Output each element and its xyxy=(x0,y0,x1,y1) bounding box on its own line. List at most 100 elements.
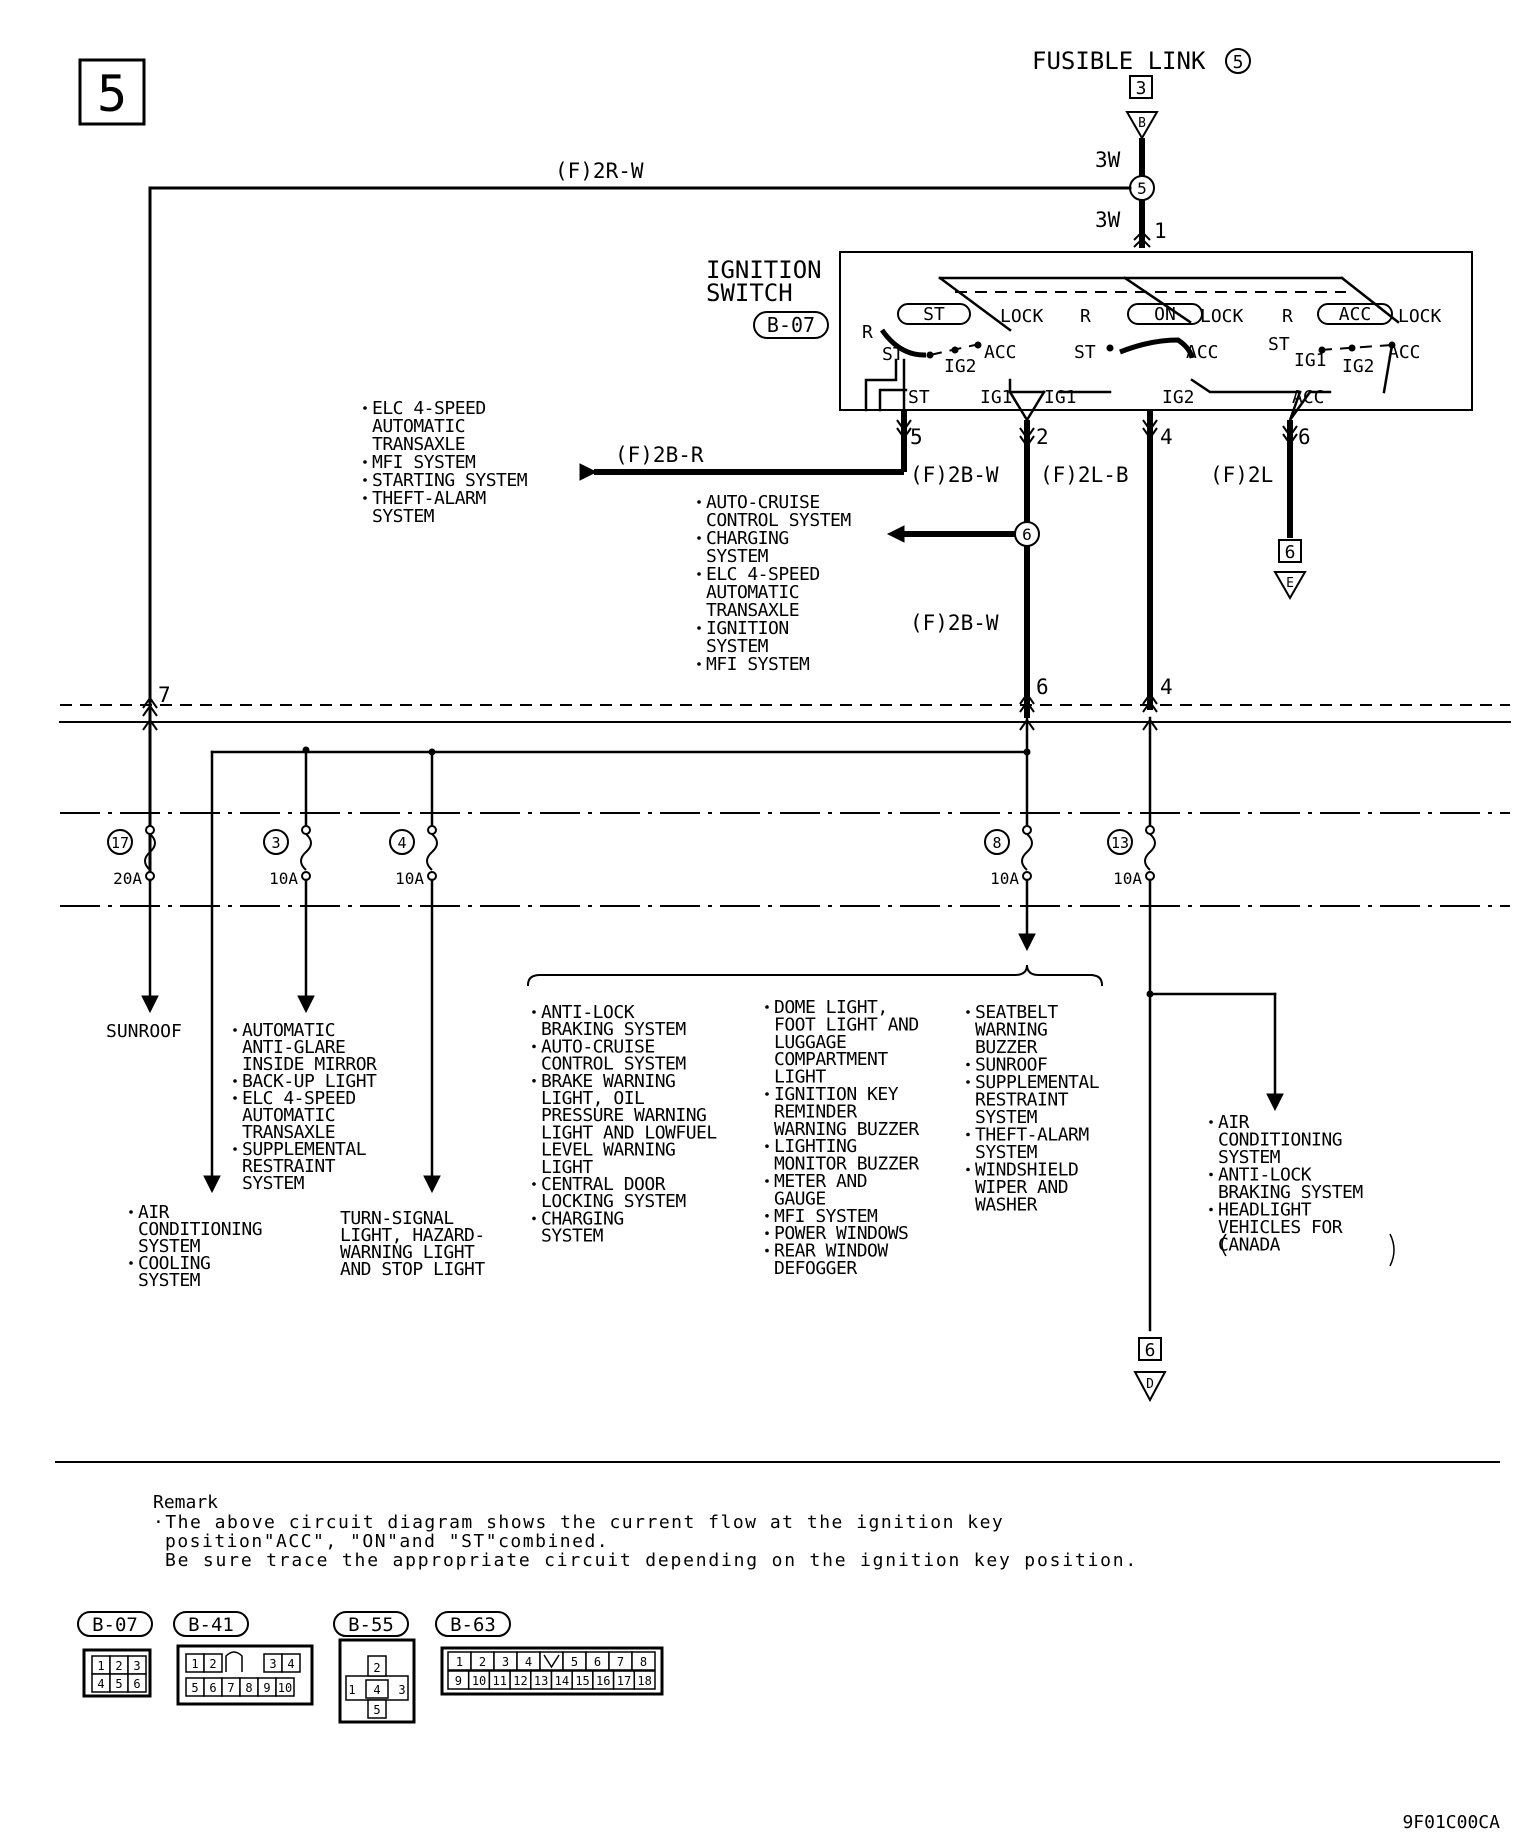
connector-b63-label: B-63 xyxy=(450,1614,496,1636)
fusible-link-number: 5 xyxy=(1233,52,1244,73)
col3-load-line: SUNROOF xyxy=(975,1055,1047,1076)
r-label-3: R xyxy=(1282,306,1293,327)
bullet xyxy=(966,1132,970,1137)
connector-pin: 15 xyxy=(575,1674,589,1688)
wire-2rw: (F)2R-W xyxy=(555,159,644,183)
key-pos-on: ON xyxy=(1154,304,1176,325)
wire-2bw-upper: (F)2B-W xyxy=(910,463,999,487)
col2-load-line: METER AND xyxy=(774,1171,867,1192)
remark-title: Remark xyxy=(153,1492,218,1513)
fuse-rating: 10A xyxy=(1113,869,1142,888)
ig1-label-b: IG1 xyxy=(1044,387,1077,408)
connector-pin: 18 xyxy=(637,1674,651,1688)
wire-2br: (F)2B-R xyxy=(615,443,704,467)
col2-load-line: WARNING BUZZER xyxy=(774,1119,919,1140)
right-load-line: AIR xyxy=(1218,1112,1250,1133)
col3-load-line: SUPPLEMENTAL xyxy=(975,1072,1100,1093)
bullet xyxy=(966,1167,970,1172)
acc-label-3: ACC xyxy=(1388,342,1421,363)
splice-6: 6 xyxy=(1022,525,1032,544)
pin-4b: 4 xyxy=(1160,675,1173,699)
wire-st-output: 5 (F)2B-R xyxy=(579,410,923,481)
col2-load-line: REAR WINDOW xyxy=(774,1241,888,1262)
bullet xyxy=(532,1182,536,1186)
connector-b55-label: B-55 xyxy=(348,1614,394,1636)
pin-6b: 6 xyxy=(1036,675,1049,699)
connector-pin: 6 xyxy=(133,1677,140,1691)
bullet xyxy=(1209,1120,1213,1124)
bullet xyxy=(532,1010,536,1014)
connector-pin: 13 xyxy=(534,1674,548,1688)
col1-load-line: CENTRAL DOOR xyxy=(541,1174,666,1195)
aag-load-line: TRANSAXLE xyxy=(242,1122,335,1143)
bullet xyxy=(966,1010,970,1014)
connector-pin: 7 xyxy=(227,1681,234,1695)
col2-load-line: REMINDER xyxy=(774,1101,857,1122)
connector-pin: 3 xyxy=(269,1657,276,1671)
connector-pin: 11 xyxy=(493,1674,507,1688)
key-pos-acc: ACC xyxy=(1339,304,1372,325)
wire-2l: (F)2L xyxy=(1210,463,1273,487)
bullet xyxy=(765,1092,769,1096)
connector-d-number: 6 xyxy=(1145,1340,1156,1361)
bullet xyxy=(765,1005,769,1009)
st-load-line: ELC 4-SPEED xyxy=(372,398,486,419)
ig1-load-line: MFI SYSTEM xyxy=(706,654,810,675)
col2-load-line: LUGGAGE xyxy=(774,1032,846,1053)
st-load-line: STARTING SYSTEM xyxy=(372,470,528,491)
bullet xyxy=(765,1248,769,1253)
pin-1: 1 xyxy=(1154,219,1167,243)
r-label-2: R xyxy=(1080,306,1091,327)
col2-load-line: FOOT LIGHT AND xyxy=(774,1014,919,1035)
bullet xyxy=(697,626,701,630)
bullet xyxy=(532,1044,536,1049)
ignition-title-2: SWITCH xyxy=(706,279,793,307)
aag-load-line: ANTI-GLARE xyxy=(242,1037,345,1058)
col1-load-line: ANTI-LOCK xyxy=(541,1002,635,1023)
right-load-line: HEADLIGHT xyxy=(1218,1200,1312,1221)
st-load-line: THEFT-ALARM xyxy=(372,488,486,509)
wire-2lb: (F)2L-B xyxy=(1040,463,1129,487)
ig2-label-3: IG2 xyxy=(1342,356,1375,377)
connector-pin: 1 xyxy=(456,1655,463,1669)
col2-load-line: LIGHT xyxy=(774,1067,826,1088)
connector-pin: 3 xyxy=(398,1683,405,1697)
aag-load-line: AUTOMATIC xyxy=(242,1105,335,1126)
connector-pin: 2 xyxy=(115,1659,122,1673)
connector-pin: 5 xyxy=(373,1703,380,1717)
fusible-link-label: FUSIBLE LINK xyxy=(1032,47,1206,75)
col2-load-line: IGNITION KEY xyxy=(774,1084,899,1105)
bullet xyxy=(363,478,367,482)
ig1-load-line: TRANSAXLE xyxy=(706,600,799,621)
figure-code: 9F01C00CA xyxy=(1402,1812,1500,1833)
st-load-line: MFI SYSTEM xyxy=(372,452,476,473)
connector-pin: 10 xyxy=(278,1681,292,1695)
col1-load-line: LIGHT AND LOWFUEL xyxy=(541,1122,717,1143)
bullet xyxy=(233,1147,237,1151)
aag-load-line: SUPPLEMENTAL xyxy=(242,1139,367,1160)
wire-ig2-output: 4 (F)2L-B 4 xyxy=(1040,410,1173,713)
ac-cool-load-line: COOLING xyxy=(138,1253,210,1274)
bullet xyxy=(233,1079,237,1083)
connector-pin: 1 xyxy=(191,1657,198,1671)
col1-load-line: LIGHT, OIL xyxy=(541,1088,645,1109)
bullet xyxy=(532,1216,536,1221)
ig2-label-1: IG2 xyxy=(944,356,977,377)
st-load-line: TRANSAXLE xyxy=(372,434,465,455)
ac-cool-load-line: AIR xyxy=(138,1202,170,1223)
right-load-line: CANADA xyxy=(1218,1235,1281,1256)
connector-b41-label: B-41 xyxy=(188,1614,234,1636)
aag-load-line: ELC 4-SPEED xyxy=(242,1088,356,1109)
ig2-label-bus: IG2 xyxy=(1162,387,1195,408)
turn-load-line: WARNING LIGHT xyxy=(340,1242,475,1263)
col1-load-line: BRAKE WARNING xyxy=(541,1071,675,1092)
bullet xyxy=(233,1028,237,1032)
fuse-number: 13 xyxy=(1111,834,1129,852)
